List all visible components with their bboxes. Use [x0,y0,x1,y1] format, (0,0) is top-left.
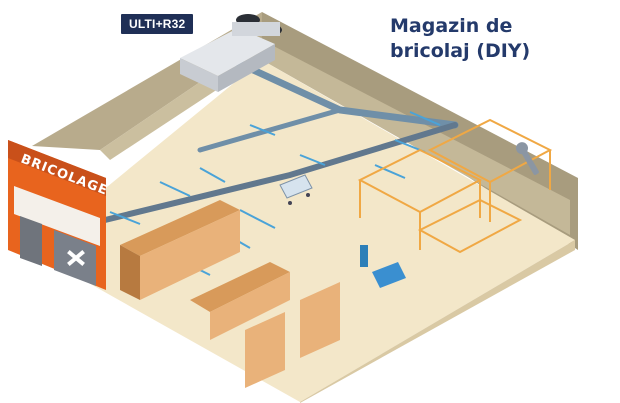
shopping-cart-icon [279,174,313,205]
title-line-1: Magazin de [390,15,513,37]
wrench-icon [516,142,539,175]
tools-icon [67,250,85,266]
refrigerant-badge: ULTI+R32 [121,14,194,34]
title-line-2: bricolaj (DIY) [390,40,531,62]
hvac-unit-icon [180,14,282,92]
storefront: BRICOLAGE [8,140,110,290]
page-title: Magazin de bricolaj (DIY) [390,14,590,64]
store-floor [30,60,575,402]
pallet-jack [360,245,406,288]
shelf-icon [357,118,553,254]
display-shelves [120,200,340,388]
